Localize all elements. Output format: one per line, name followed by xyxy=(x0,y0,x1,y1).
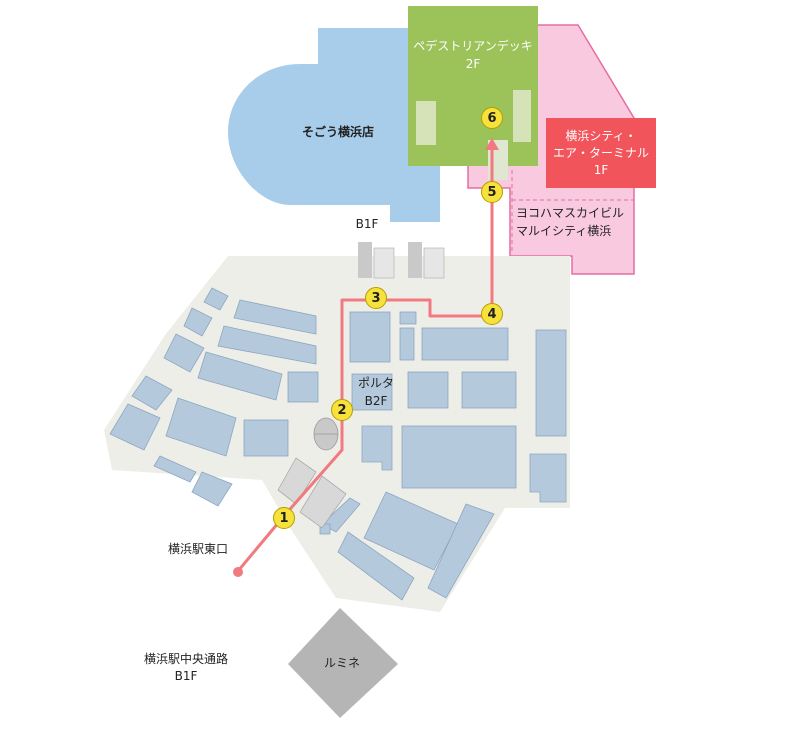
route-step-5-marker: 5 xyxy=(481,181,503,203)
route-step-6-marker: 6 xyxy=(481,107,503,129)
deck-stair-right xyxy=(513,90,531,142)
deck-floor-label: 2F xyxy=(465,57,481,71)
central-passage-label: 横浜駅中央通路 xyxy=(143,652,229,666)
air-terminal-label: 横浜シティ・ エア・ターミナル 1F xyxy=(552,128,649,177)
deck-name-label: ペデストリアンデッキ xyxy=(413,39,533,53)
b1f-stairs xyxy=(358,242,445,279)
east-exit-escalators xyxy=(277,457,347,529)
route-arrowhead xyxy=(485,138,499,150)
lumine-label: ルミネ xyxy=(323,656,361,670)
porta-label: ポルタ xyxy=(357,376,395,390)
sogo-building xyxy=(228,28,440,222)
central-passage-floor-label: B1F xyxy=(174,669,198,683)
route-step-1-marker: 1 xyxy=(273,507,295,529)
marui-city-label: マルイシティ横浜 xyxy=(516,224,612,238)
lumine-building xyxy=(288,608,398,718)
shop-blocks xyxy=(109,287,567,601)
marui-dashed-outline xyxy=(511,170,634,252)
porta-floor-label: B2F xyxy=(364,394,388,408)
air-terminal-box: 横浜シティ・ エア・ターミナル 1F xyxy=(546,118,656,188)
route-step-4-marker: 4 xyxy=(481,303,503,325)
route-step-2-marker: 2 xyxy=(331,399,353,421)
east-exit-label: 横浜駅東口 xyxy=(167,542,229,556)
start-point xyxy=(233,567,243,577)
deck-stair-left xyxy=(416,101,436,145)
route-step-3-marker: 3 xyxy=(365,287,387,309)
sogo-label: そごう横浜店 xyxy=(301,125,375,139)
sky-building-label: ヨコハマスカイビル xyxy=(516,206,625,220)
b1f-label: B1F xyxy=(355,217,379,231)
